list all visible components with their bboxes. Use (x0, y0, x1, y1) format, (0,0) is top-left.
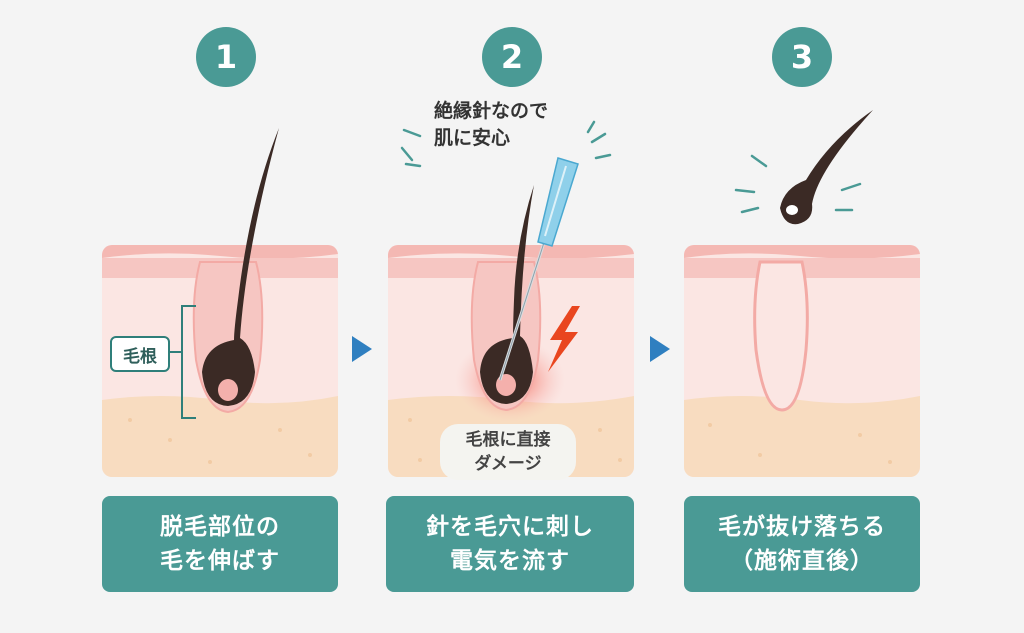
damage-pill-line2: ダメージ (474, 454, 542, 474)
step-3-caption: 毛が抜け落ちる （施術直後） (684, 496, 920, 592)
removed-hair-rays (734, 154, 862, 214)
root-bracket (168, 305, 196, 419)
damage-pill-line1: 毛根に直接 (465, 430, 551, 450)
step-1-caption-line1: 脱毛部位の (160, 514, 280, 540)
empty-follicle-3 (753, 260, 809, 412)
step-3-caption-line1: 毛が抜け落ちる (718, 514, 886, 540)
step-2-caption: 針を毛穴に刺し 電気を流す (386, 496, 634, 592)
hair-2 (480, 185, 534, 404)
step-1-caption: 脱毛部位の 毛を伸ばす (102, 496, 338, 592)
step-3-caption-line2: （施術直後） (730, 548, 874, 574)
damage-pill: 毛根に直接 ダメージ (440, 424, 576, 480)
removed-hair-3 (780, 110, 873, 225)
step-2-caption-line2: 電気を流す (450, 548, 570, 574)
step-1-number: 1 (196, 27, 256, 87)
needle (498, 157, 579, 381)
arrow-1-to-2 (352, 336, 372, 362)
step-1-caption-line2: 毛を伸ばす (160, 548, 280, 574)
needle-note-line1: 絶縁針なので (434, 100, 549, 122)
needle-note: 絶縁針なので 肌に安心 (434, 98, 604, 152)
hair-1 (202, 128, 279, 406)
step-3-number: 3 (772, 27, 832, 87)
arrow-2-to-3 (650, 336, 670, 362)
hair-root-label: 毛根 (110, 336, 170, 372)
spark-icon (548, 306, 580, 372)
step-2-caption-line1: 針を毛穴に刺し (426, 514, 594, 540)
needle-note-line2: 肌に安心 (434, 127, 511, 149)
note-rays (400, 120, 612, 168)
step-2-number: 2 (482, 27, 542, 87)
